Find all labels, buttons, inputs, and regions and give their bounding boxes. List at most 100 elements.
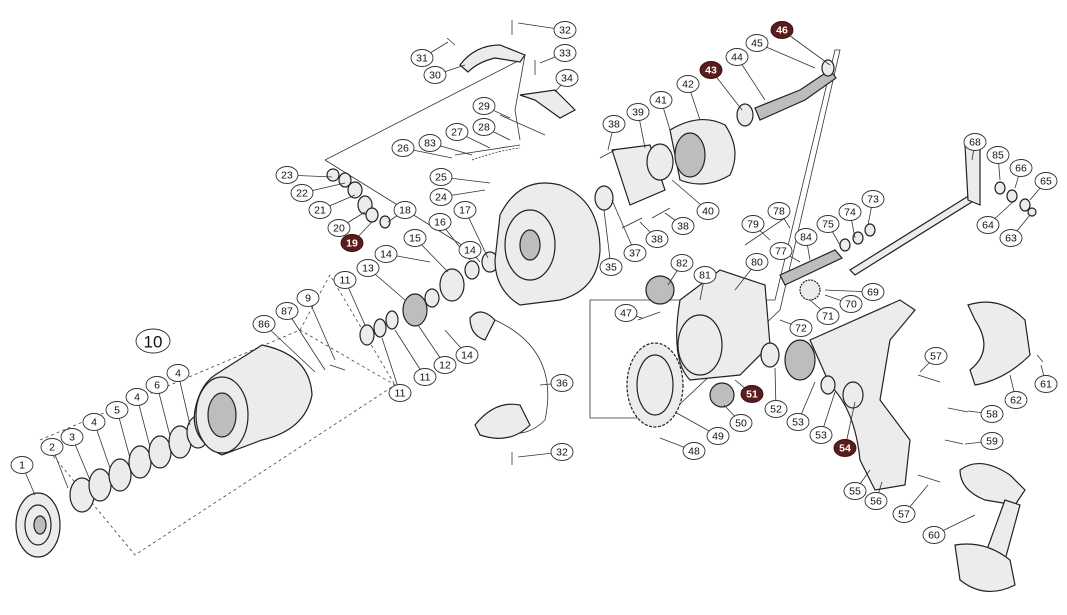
leader-line-87	[286, 310, 326, 371]
callout-oval-59	[980, 432, 1004, 450]
callout-number: 38	[608, 119, 620, 131]
callout-number: 19	[346, 238, 358, 250]
callout-oval-22	[290, 184, 314, 202]
callout-number: 65	[1040, 176, 1052, 188]
callout-43: 43	[699, 61, 723, 79]
callout-36: 36	[550, 374, 574, 392]
callout-oval-43	[699, 61, 723, 79]
callout-12: 12	[433, 356, 457, 374]
callout-number: 84	[800, 232, 812, 244]
callout-oval-54	[833, 439, 857, 457]
callout-number: 38	[651, 234, 663, 246]
callout-oval-29	[472, 97, 496, 115]
callout-number: 57	[898, 509, 910, 521]
callout-9: 9	[296, 289, 320, 307]
callout-number: 59	[986, 436, 998, 448]
callout-number: 80	[751, 257, 763, 269]
callout-number: 14	[464, 245, 476, 257]
callout-number: 58	[986, 409, 998, 421]
bail-arm-part	[454, 44, 576, 439]
callout-number: 66	[1015, 163, 1027, 175]
body-part	[709, 299, 1031, 592]
callout-number: 15	[409, 233, 421, 245]
leader-line-86	[263, 323, 316, 373]
callout-oval-82	[670, 254, 694, 272]
callout-oval-66	[1009, 159, 1033, 177]
callout-number: 11	[420, 372, 431, 384]
callout-35: 35	[599, 258, 623, 276]
callout-13: 13	[356, 259, 380, 277]
callout-oval-68	[963, 133, 987, 151]
callout-number: 60	[928, 530, 940, 542]
callout-number: 47	[620, 308, 632, 320]
callout-number: 50	[735, 418, 747, 430]
callout-number: 23	[281, 170, 293, 182]
callout-oval-69	[861, 283, 885, 301]
callout-number: 42	[682, 79, 694, 91]
callout-oval-51	[740, 385, 764, 403]
callout-oval-5	[105, 401, 129, 419]
callout-number: 77	[775, 246, 787, 258]
callout-number: 52	[770, 404, 782, 416]
callout-number: 37	[629, 248, 641, 260]
callout-oval-53a	[786, 413, 810, 431]
callout-oval-41	[649, 91, 673, 109]
callout-oval-85	[986, 146, 1010, 164]
callout-oval-75	[816, 215, 840, 233]
callout-23: 23	[275, 166, 299, 184]
callout-number: 29	[478, 101, 490, 113]
callout-number: 44	[731, 52, 743, 64]
callout-oval-1	[10, 456, 34, 474]
callout-11b: 11	[388, 384, 412, 402]
callout-number: 33	[559, 48, 571, 60]
callout-oval-35	[599, 258, 623, 276]
callout-number: 43	[705, 65, 717, 77]
callout-number: 69	[867, 287, 879, 299]
callout-oval-11b	[388, 384, 412, 402]
callout-oval-36	[550, 374, 574, 392]
callout-11a: 11	[333, 271, 357, 289]
callout-oval-45	[745, 34, 769, 52]
callout-number: 51	[746, 389, 758, 401]
callout-75: 75	[816, 215, 840, 233]
callout-number: 6	[154, 380, 160, 392]
rotor-group-frame	[324, 59, 521, 161]
callout-oval-34	[555, 69, 579, 87]
callout-53a: 53	[786, 413, 810, 431]
callout-number: 28	[478, 122, 490, 134]
callout-56: 56	[864, 492, 888, 510]
callout-30: 30	[423, 66, 447, 84]
callout-33: 33	[553, 44, 577, 62]
callout-26: 26	[391, 139, 415, 157]
callout-number: 20	[333, 223, 345, 235]
callout-number: 78	[773, 206, 785, 218]
callout-oval-49	[706, 427, 730, 445]
callout-oval-14a	[374, 245, 398, 263]
callout-number: 22	[296, 188, 308, 200]
callout-oval-15	[403, 229, 427, 247]
callout-64: 64	[976, 216, 1000, 234]
callout-number: 61	[1040, 379, 1052, 391]
callout-32a: 32	[553, 21, 577, 39]
main-gear-part	[626, 342, 684, 428]
callout-number: 32	[556, 447, 568, 459]
callout-65: 65	[1034, 172, 1058, 190]
callout-oval-65	[1034, 172, 1058, 190]
callout-number: 32	[559, 25, 571, 37]
callout-oval-6	[145, 376, 169, 394]
callout-20: 20	[327, 219, 351, 237]
callout-3: 3	[60, 428, 84, 446]
callout-14a: 14	[374, 245, 398, 263]
callout-oval-56	[864, 492, 888, 510]
callout-59: 59	[980, 432, 1004, 450]
callout-oval-80	[745, 253, 769, 271]
callout-number: 86	[258, 319, 270, 331]
callout-oval-42	[676, 75, 700, 93]
screws	[329, 20, 1044, 483]
callout-oval-60	[922, 526, 946, 544]
callout-oval-25	[429, 168, 453, 186]
callout-5: 5	[105, 401, 129, 419]
callout-oval-4a	[82, 413, 106, 431]
callout-41: 41	[649, 91, 673, 109]
callout-34: 34	[555, 69, 579, 87]
